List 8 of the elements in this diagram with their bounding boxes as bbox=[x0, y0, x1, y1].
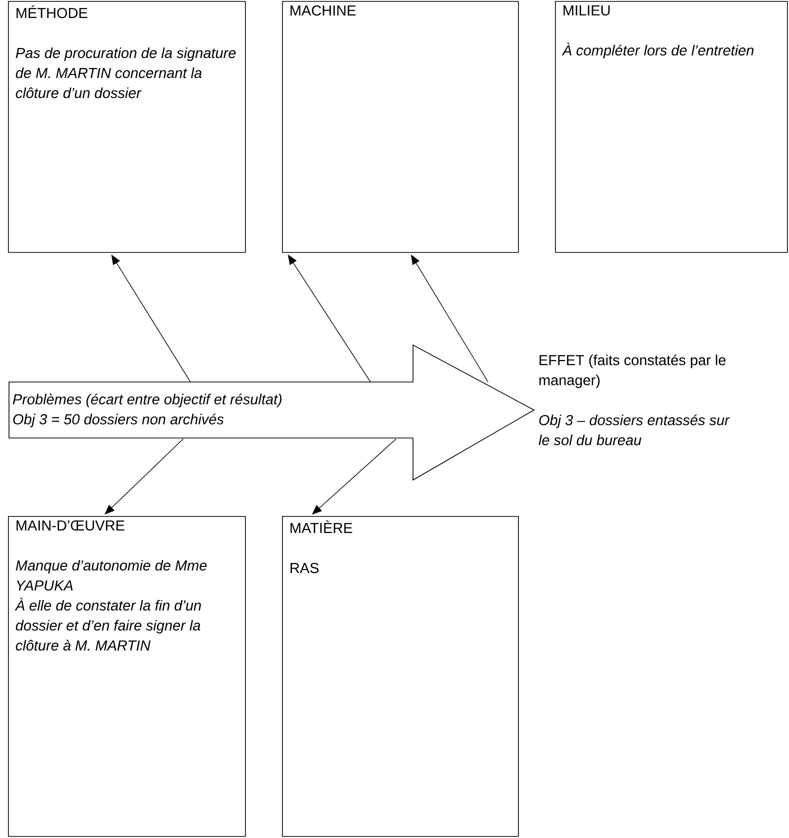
text-box: MACHINE bbox=[282, 1, 519, 253]
text-box: MATIÈRE RAS bbox=[282, 516, 519, 837]
arrow bbox=[288, 254, 371, 382]
text-box: MAIN-D’ŒUVRE Manque d’autonomie de Mme YAPUKA À elle de constater la fin d’un dossier et d’en faire signer la clôture à M. MARTIN bbox=[8, 516, 246, 837]
effect-text: EFFET (faits constatés par le manager) Obj 3 – dossiers entassés sur le sol du bureau bbox=[538, 354, 730, 446]
text-box: MILIEU À compléter lors de l’entretien bbox=[555, 1, 788, 253]
text-box: MÉTHODE Pas de procuration de la signature de M. MARTIN concernant la clôture d’un dossier bbox=[8, 1, 246, 253]
arrow bbox=[111, 254, 191, 382]
